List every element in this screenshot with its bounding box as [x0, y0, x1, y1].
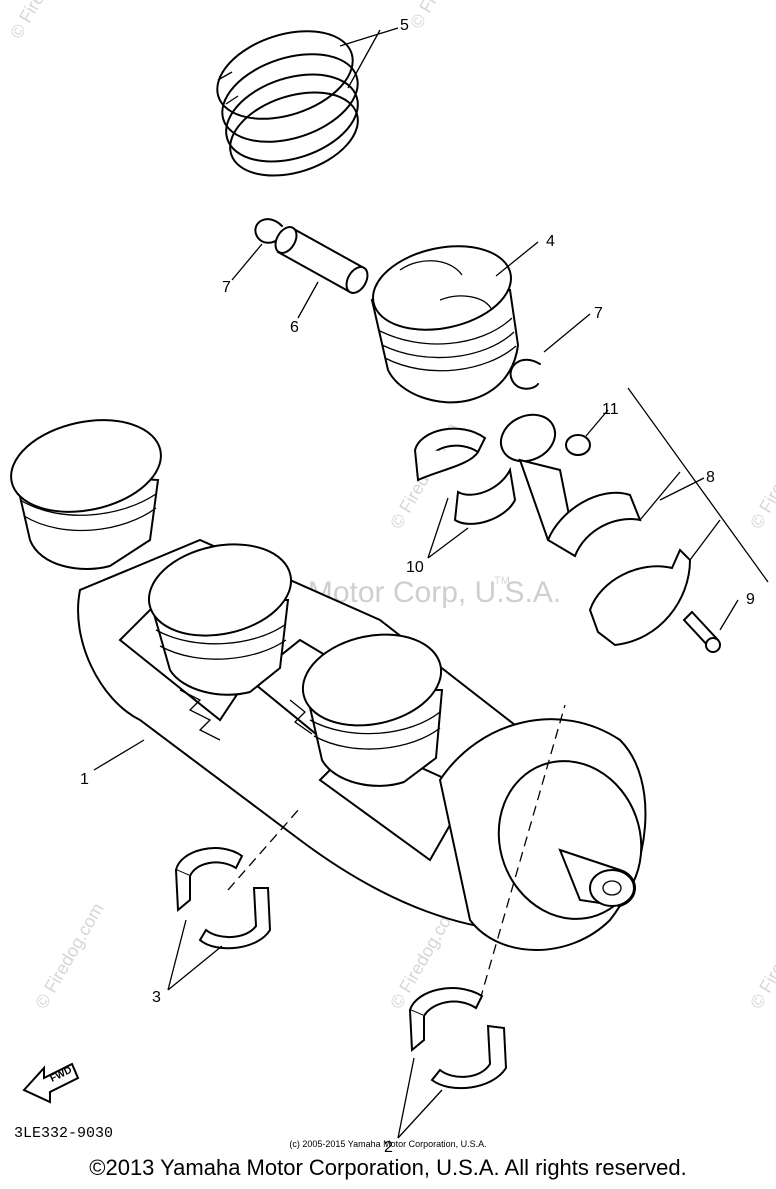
main-bearing-bottom	[408, 987, 508, 1090]
copyright-notice: ©2013 Yamaha Motor Corporation, U.S.A. A…	[89, 1155, 687, 1180]
callout-6: 6	[290, 319, 299, 336]
watermark-tm: TM	[494, 575, 510, 587]
conrod-bearing-pair	[413, 427, 517, 525]
piston-middle-left	[147, 543, 293, 696]
watermark-text: © Firedog.com	[6, 0, 82, 42]
callout-3: 3	[152, 989, 161, 1006]
callout-5: 5	[400, 17, 409, 34]
callout-4: 4	[546, 233, 555, 250]
callout-2: 2	[384, 1139, 393, 1156]
conrod-cap	[588, 548, 692, 647]
piston-rings	[216, 30, 359, 177]
callout-7-right: 7	[594, 305, 603, 322]
connecting-rod	[499, 413, 642, 558]
callout-bracket	[627, 387, 769, 583]
callout-numbers: 5 4 7 6 7 11 8 9 10 1 3 2	[80, 17, 755, 1156]
piston-left	[10, 419, 162, 570]
piston-pin-clip-left	[254, 218, 283, 244]
diagram-part-number: 3LE332-9030	[14, 1125, 114, 1142]
watermark-text: © Firedog.com	[406, 0, 482, 32]
piston-upper	[370, 245, 520, 404]
callout-1: 1	[80, 771, 89, 788]
callout-11: 10	[406, 559, 424, 576]
small-copyright: (c) 2005-2015 Yamaha Motor Corporation, …	[289, 1139, 487, 1149]
callout-8: 8	[706, 469, 715, 486]
piston-pin	[274, 226, 369, 294]
piston-pin-clip-right	[509, 358, 541, 390]
conrod-bolt	[682, 610, 721, 653]
watermark-text: © Firedog.com	[746, 900, 776, 1012]
callout-7-left: 7	[222, 279, 231, 296]
callout-leaders	[93, 27, 739, 1139]
main-bearing-left	[174, 847, 272, 950]
piston-middle-right	[301, 633, 444, 787]
assembly-axis-line	[227, 704, 566, 1001]
forward-arrow-icon: FWD	[22, 1062, 80, 1104]
watermark-text: © Firedog.com	[746, 420, 776, 532]
watermark-text: © Firedog.com	[31, 900, 107, 1012]
callout-9: 9	[746, 591, 755, 608]
callout-10: 11	[602, 401, 619, 418]
